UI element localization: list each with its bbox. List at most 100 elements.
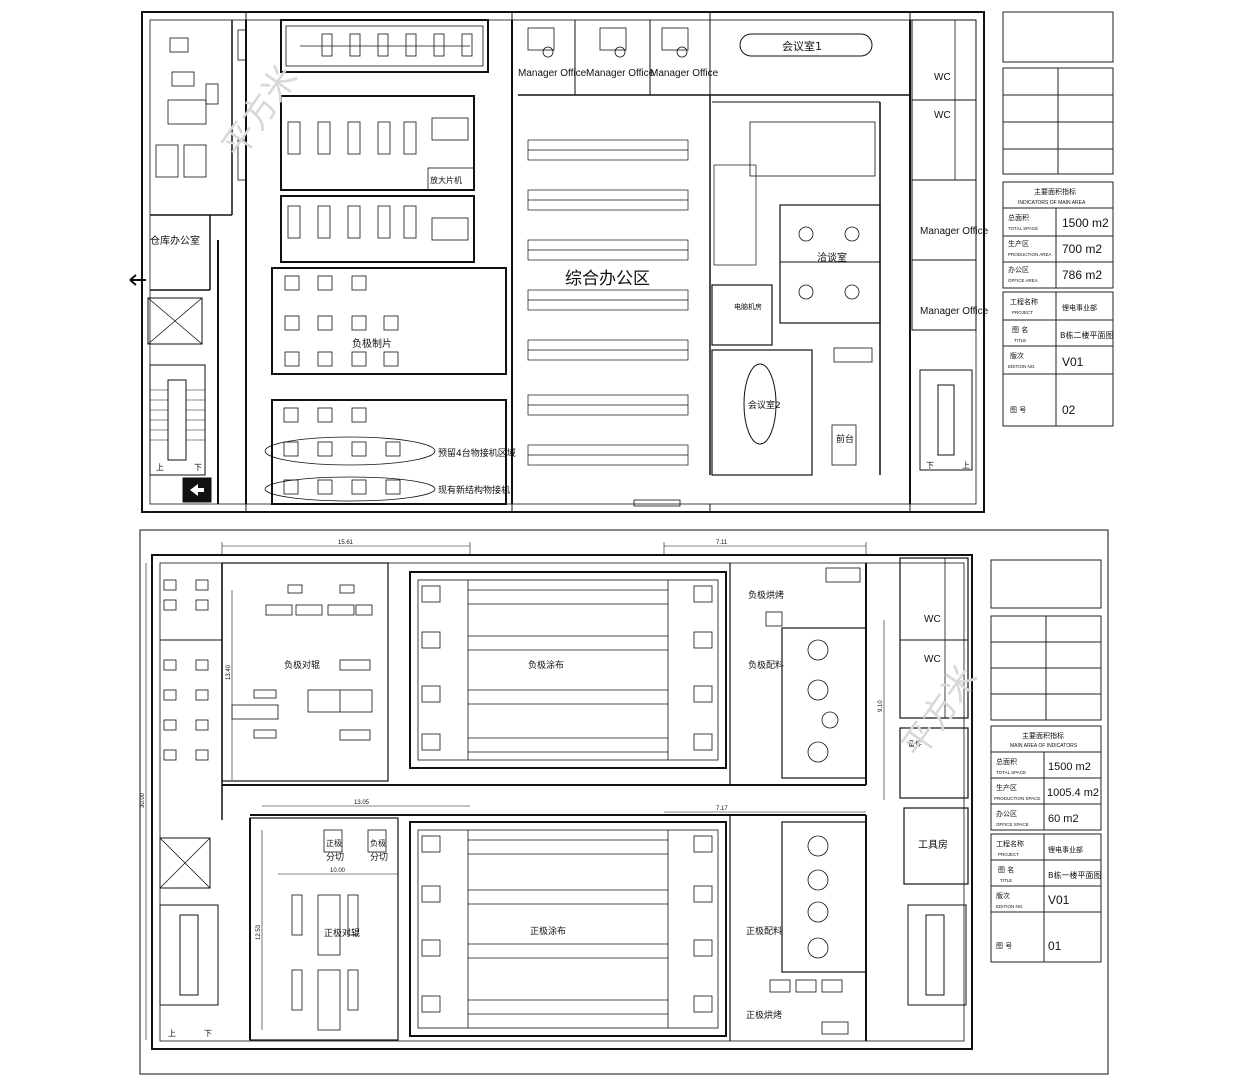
dim-1: 15.61 <box>338 540 354 546</box>
label-stair-down-left: 下 <box>194 463 202 472</box>
tb-upper-row3-en: OFFICE AREA <box>1008 278 1038 283</box>
tb-upper-drawing-value: 02 <box>1062 403 1076 417</box>
tb-lower-project-cn: 工程名称 <box>996 839 1024 848</box>
tb-upper-edition-en: EDITION NO. <box>1008 364 1036 369</box>
label-lower-stair-up: 上 <box>168 1029 176 1038</box>
warehouse-furniture <box>155 29 247 181</box>
tb-lower-title-value: B栋一楼平面图 <box>1048 870 1102 880</box>
tb-lower-header-en: MAIN AREA OF INDICATORS <box>1010 743 1078 749</box>
label-stair-up-right: 上 <box>962 461 970 470</box>
lower-small-room <box>899 727 969 799</box>
manager-office-desks <box>527 27 689 58</box>
tb-lower-project-value: 锂电事业部 <box>1048 845 1083 854</box>
label-slit-tag-1: 正极 <box>326 838 342 848</box>
watermark-upper: 平方米 <box>215 59 306 165</box>
label-warehouse-office: 仓库办公室 <box>150 234 200 247</box>
meeting-table-1 <box>739 33 873 57</box>
label-manager-office-right-1: Manager Office <box>920 226 989 237</box>
tb-upper-title-cn: 图 名 <box>1012 325 1028 334</box>
label-stair-up-left: 上 <box>156 463 164 472</box>
label-anode-mixing: 负极配料 <box>748 659 784 671</box>
dim-6: 13.40 <box>226 664 232 680</box>
tb-upper-title-value: B栋二楼平面图 <box>1060 330 1114 340</box>
tb-upper-row1-value: 1500 m2 <box>1062 216 1109 230</box>
tb-lower-row2-en: PRODUCTION SPACE <box>994 796 1040 801</box>
title-block-lower: 主要面积指标 MAIN AREA OF INDICATORS 总面积 TOTAL… <box>994 731 1102 953</box>
tb-upper-project-cn: 工程名称 <box>1010 297 1038 306</box>
upper-plan <box>129 11 985 513</box>
lower-wc-block <box>899 557 969 719</box>
upper-room-top <box>280 19 489 73</box>
tb-lower-title-cn: 图 名 <box>998 865 1014 874</box>
lower-plan <box>139 529 1109 1075</box>
label-cathode-baking: 正极烘烤 <box>746 1009 782 1021</box>
label-small-room: 备件 <box>908 739 922 748</box>
label-reserved-winding: 预留4台物接机区域 <box>438 447 516 459</box>
anode-mixing-room <box>781 627 867 779</box>
label-manager-office-1: Manager Office <box>518 68 587 79</box>
label-negotiation-room: 洽谈室 <box>817 251 847 264</box>
upper-columns <box>245 12 911 512</box>
label-meeting-room-2: 会议室2 <box>748 399 781 411</box>
tb-lower-row2-value: 1005.4 m2 <box>1047 787 1099 799</box>
negotiation-room <box>779 204 881 324</box>
label-slit-2: 分切 <box>370 852 388 863</box>
label-tool-room: 工具房 <box>918 838 948 851</box>
lower-sheet-border <box>139 529 1109 1075</box>
tb-upper-row2-value: 700 m2 <box>1062 242 1102 256</box>
upper-machines <box>287 117 475 241</box>
label-counter: 前台 <box>836 433 854 445</box>
label-anode-cutting: 负极制片 <box>352 337 392 350</box>
upper-elevator <box>147 297 203 345</box>
upper-outer-wall <box>141 11 985 513</box>
title-block-upper-frame <box>1002 11 1114 427</box>
label-it-room: 电脑机房 <box>734 302 762 311</box>
tb-lower-edition-value: V01 <box>1048 893 1070 907</box>
label-manager-office-2: Manager Office <box>586 68 655 79</box>
tb-lower-drawing-cn: 图 号 <box>996 942 1012 950</box>
tb-lower-row1-cn: 总面积 <box>996 757 1017 766</box>
label-lower-wc-1: WC <box>924 614 941 625</box>
tb-lower-row3-value: 60 m2 <box>1048 813 1079 825</box>
tb-upper-row3-cn: 办公区 <box>1008 265 1029 274</box>
tb-upper-row3-value: 786 m2 <box>1062 268 1102 282</box>
lower-elevator <box>159 837 211 889</box>
label-wc-1: WC <box>934 72 951 83</box>
label-amplifier: 放大片机 <box>430 175 462 185</box>
title-block-upper: 主要面积指标 INDICATORS OF MAIN AREA 总面积 TOTAL… <box>1008 187 1114 417</box>
label-lower-stair-down: 下 <box>204 1029 212 1038</box>
anode-rolling-room <box>221 562 389 782</box>
label-anode-baking: 负极烘烤 <box>748 589 784 601</box>
tb-lower-edition-cn: 版次 <box>996 891 1010 900</box>
label-manager-office-right-2: Manager Office <box>920 306 989 317</box>
lower-stair-left <box>159 904 219 1006</box>
title-block-lower-frame <box>990 559 1102 963</box>
label-stair-down-right: 下 <box>926 461 934 470</box>
tool-room <box>903 807 969 885</box>
dim-5: 10.00 <box>330 868 346 874</box>
upper-room-2 <box>280 95 475 191</box>
cathode-coating-room <box>409 821 727 1037</box>
lower-stair-right <box>907 904 967 1006</box>
tb-lower-header-cn: 主要面积指标 <box>1022 731 1064 740</box>
tb-upper-row1-en: TOTAL SPACE <box>1008 226 1038 231</box>
upper-room-3 <box>280 195 475 263</box>
tb-lower-edition-en: EDITION NO. <box>996 904 1024 909</box>
label-anode-rolling: 负极对辊 <box>284 659 320 671</box>
dim-3: 13.05 <box>354 800 370 806</box>
tb-lower-row3-cn: 办公区 <box>996 809 1017 818</box>
label-general-office: 综合办公区 <box>565 269 650 289</box>
tb-upper-header-cn: 主要面积指标 <box>1034 187 1076 196</box>
winding-room <box>271 399 507 505</box>
lower-left-desks <box>163 579 209 761</box>
upper-stair-right <box>919 369 973 471</box>
entrance-arrow-icon <box>129 274 146 286</box>
tb-upper-edition-cn: 版次 <box>1010 351 1024 360</box>
cathode-mixing-room <box>781 821 867 973</box>
it-room <box>711 284 773 346</box>
label-slit-tag-2: 负极 <box>370 838 386 848</box>
tb-lower-row3-en: OFFICE SPACE <box>996 822 1029 827</box>
tb-lower-project-en: PROJECT <box>998 852 1019 857</box>
